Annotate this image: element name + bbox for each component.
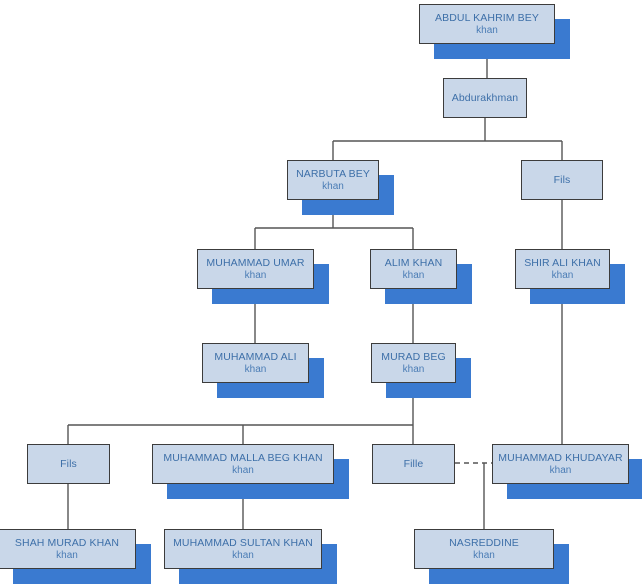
person-title: khan bbox=[551, 269, 574, 281]
person-name: MURAD BEG bbox=[381, 350, 446, 363]
person-title: khan bbox=[244, 363, 267, 375]
person-name: NASREDDINE bbox=[449, 536, 519, 549]
person-title: khan bbox=[476, 24, 498, 36]
person-name: MUHAMMAD KHUDAYAR bbox=[498, 451, 623, 464]
person-title: khan bbox=[402, 363, 425, 375]
person-name: SHAH MURAD KHAN bbox=[14, 536, 120, 549]
person-name: Abdurakhman bbox=[451, 91, 519, 104]
person-title: khan bbox=[232, 464, 254, 476]
person-name: MUHAMMAD ALI bbox=[214, 350, 297, 363]
person-node-abdurakhman[interactable]: Abdurakhman bbox=[443, 78, 527, 118]
person-title: khan bbox=[402, 269, 425, 281]
person-name: Fils bbox=[60, 457, 77, 470]
person-name: Fils bbox=[553, 173, 571, 186]
person-title: khan bbox=[244, 269, 267, 281]
person-name: NARBUTA BEY bbox=[296, 167, 370, 180]
person-node-fils-1[interactable]: Fils bbox=[521, 160, 603, 200]
person-name: SHIR ALI KHAN bbox=[524, 256, 601, 269]
person-name: Fille bbox=[403, 457, 424, 470]
person-node-fille[interactable]: Fille bbox=[372, 444, 455, 484]
person-name: MUHAMMAD UMAR bbox=[206, 256, 305, 269]
person-title: khan bbox=[549, 464, 572, 476]
person-title: khan bbox=[232, 549, 254, 561]
person-name: MUHAMMAD MALLA BEG KHAN bbox=[163, 451, 323, 464]
person-name: ABDUL KAHRIM BEY bbox=[435, 11, 539, 24]
person-node-fils-2[interactable]: Fils bbox=[27, 444, 110, 484]
person-title: khan bbox=[473, 549, 495, 561]
person-title: khan bbox=[322, 180, 344, 192]
person-title: khan bbox=[56, 549, 78, 561]
person-name: ALIM KHAN bbox=[384, 256, 443, 269]
person-name: MUHAMMAD SULTAN KHAN bbox=[173, 536, 313, 549]
